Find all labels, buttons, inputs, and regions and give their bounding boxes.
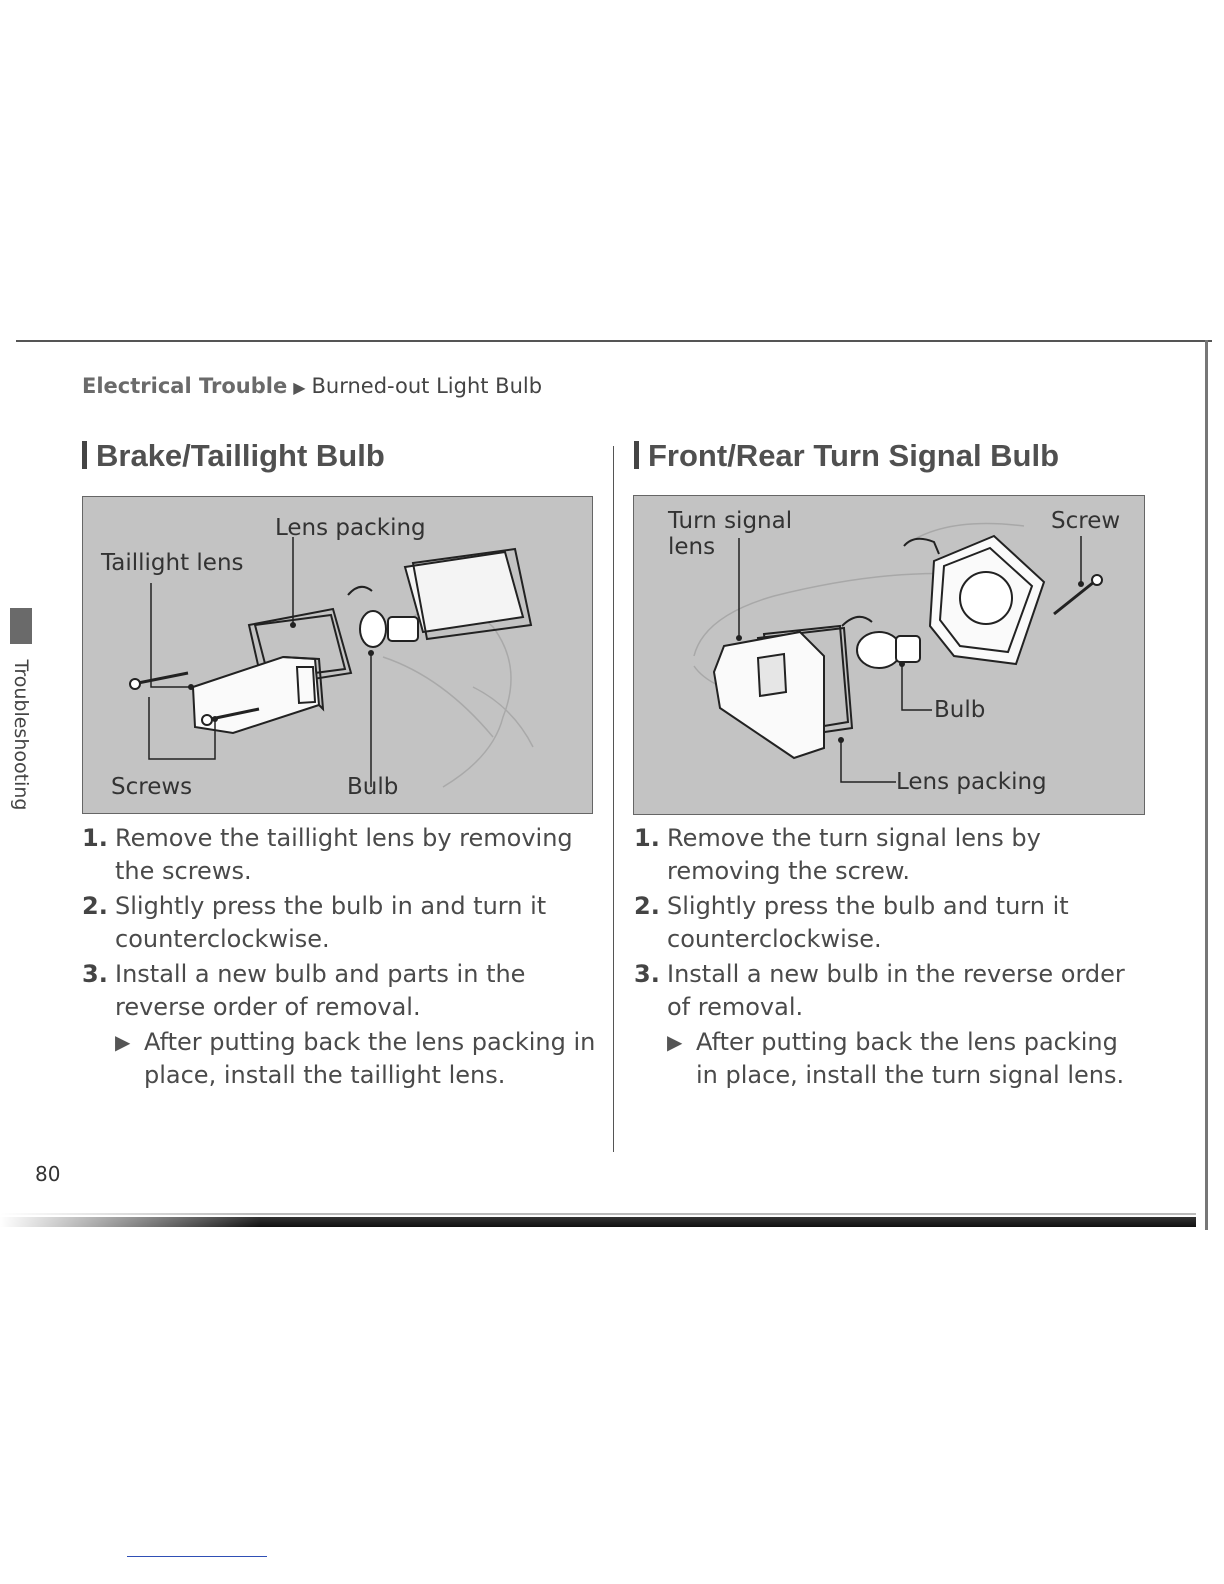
breadcrumb-page: Burned-out Light Bulb — [311, 374, 543, 398]
step-text: Install a new bulb and parts in the reve… — [115, 960, 526, 1021]
note-arrow-icon: ▶ — [667, 1030, 683, 1054]
breadcrumb-arrow-icon: ▶ — [293, 378, 306, 397]
heading-brake-taillight: Brake/Taillight Bulb — [82, 438, 385, 474]
steps-brake-taillight: 1.Remove the taillight lens by removing … — [82, 822, 597, 1092]
step-number: 1. — [82, 824, 108, 852]
step-number: 3. — [634, 960, 660, 988]
step-item: 2.Slightly press the bulb and turn it co… — [634, 890, 1146, 956]
label-bulb: Bulb — [934, 697, 986, 723]
heading-bar-icon — [82, 441, 87, 469]
step-note: ▶ After putting back the lens packing in … — [82, 1026, 597, 1092]
side-tab-label: Troubleshooting — [10, 659, 32, 811]
section-tab-marker — [10, 608, 32, 644]
step-text: Remove the turn signal lens by removing … — [667, 824, 1041, 885]
page-number: 80 — [35, 1162, 61, 1186]
step-text: Slightly press the bulb and turn it coun… — [667, 892, 1069, 953]
label-screws: Screws — [111, 774, 193, 800]
step-note: ▶ After putting back the lens packing in … — [634, 1026, 1146, 1092]
bottom-rule — [0, 1213, 1196, 1227]
heading-bar-icon — [634, 441, 639, 469]
step-text: Slightly press the bulb in and turn it c… — [115, 892, 547, 953]
step-number: 1. — [634, 824, 660, 852]
note-arrow-icon: ▶ — [115, 1030, 131, 1054]
taillight-diagram: Lens packing Taillight lens Screws Bulb — [82, 496, 593, 814]
step-item: 1.Remove the taillight lens by removing … — [82, 822, 597, 888]
heading-brake-taillight-text: Brake/Taillight Bulb — [96, 438, 385, 473]
note-text: After putting back the lens packing in p… — [144, 1028, 596, 1089]
step-text: Install a new bulb in the reverse order … — [667, 960, 1125, 1021]
heading-turn-signal: Front/Rear Turn Signal Bulb — [634, 438, 1059, 474]
step-item: 3.Install a new bulb in the reverse orde… — [634, 958, 1146, 1024]
turn-signal-illustration — [693, 522, 1103, 783]
step-text: Remove the taillight lens by removing th… — [115, 824, 573, 885]
label-lens-packing: Lens packing — [275, 515, 426, 541]
turn-signal-diagram: Turn signal lens Screw Bulb Lens packing — [633, 495, 1145, 815]
note-text: After putting back the lens packing in p… — [696, 1028, 1125, 1089]
step-number: 3. — [82, 960, 108, 988]
label-lens-packing: Lens packing — [896, 769, 1047, 795]
step-item: 1.Remove the turn signal lens by removin… — [634, 822, 1146, 888]
breadcrumb-section: Electrical Trouble — [82, 374, 288, 398]
label-bulb: Bulb — [347, 774, 399, 800]
label-screw: Screw — [1051, 508, 1121, 534]
label-turn-signal-lens: Turn signal lens — [668, 508, 793, 560]
step-number: 2. — [634, 892, 660, 920]
underline-mark — [127, 1556, 267, 1557]
top-rule — [16, 340, 1212, 342]
steps-turn-signal: 1.Remove the turn signal lens by removin… — [634, 822, 1146, 1092]
heading-turn-signal-text: Front/Rear Turn Signal Bulb — [648, 438, 1060, 473]
taillight-illustration — [129, 537, 534, 788]
step-item: 2.Slightly press the bulb in and turn it… — [82, 890, 597, 956]
step-number: 2. — [82, 892, 108, 920]
step-item: 3.Install a new bulb and parts in the re… — [82, 958, 597, 1024]
label-taillight-lens: Taillight lens — [101, 550, 244, 576]
page-edge — [1205, 340, 1208, 1230]
breadcrumb: Electrical Trouble ▶ Burned-out Light Bulb — [82, 374, 542, 398]
column-divider — [613, 446, 614, 1152]
